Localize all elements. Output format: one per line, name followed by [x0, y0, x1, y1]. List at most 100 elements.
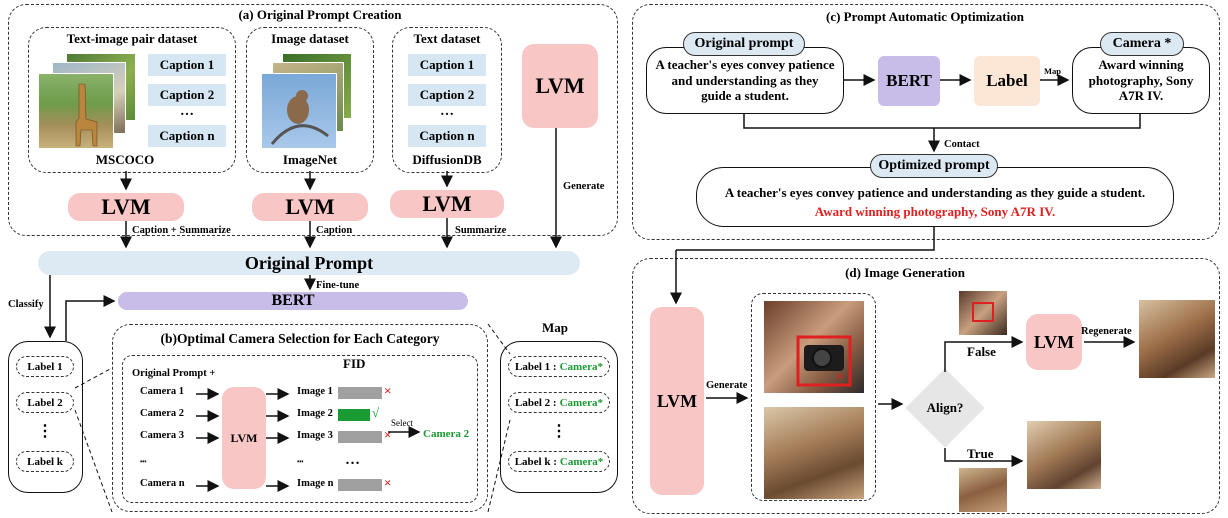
giraffe-icon	[75, 83, 98, 147]
image-label: Image 1	[297, 386, 333, 397]
false-thumb-mark	[972, 302, 994, 322]
map-row: Label 2 :Camera*	[508, 392, 610, 413]
section-a-box	[8, 4, 618, 236]
generate-label-d: Generate	[706, 380, 748, 391]
image-label: Image 3	[297, 430, 333, 441]
generate-label-a: Generate	[563, 181, 605, 192]
text-caption-n: Caption n	[408, 125, 486, 147]
camera-box: Award winning photography, Sony A7R IV.	[1072, 47, 1210, 114]
lvm-a1: LVM	[68, 193, 184, 221]
svg-text:×: ×	[836, 370, 844, 385]
caption-ellipsis: …	[180, 104, 194, 119]
generated-image-camera: ×	[763, 300, 865, 394]
lvm-a3: LVM	[390, 190, 504, 218]
fid-ellipsis: …	[345, 452, 360, 468]
generated-images-box	[751, 293, 876, 501]
optimized-prompt-suffix: Award winning photography, Sony A7R IV.	[814, 204, 1056, 219]
map-row-camera: Camera*	[559, 455, 604, 468]
bert-bar: BERT	[118, 292, 468, 310]
section-d-title: (d) Image Generation	[845, 265, 965, 280]
optimized-prompt-text: A teacher's eyes convey patience and und…	[724, 185, 1146, 200]
align-diamond: Align?	[905, 368, 985, 448]
mscoco-label: MSCOCO	[95, 152, 155, 167]
diffusiondb-label: DiffusionDB	[412, 152, 482, 167]
map-edge-label: Map	[1044, 66, 1061, 76]
camera-icon: ×	[796, 335, 852, 387]
text-caption-ellipsis: …	[440, 104, 454, 119]
edge-label-summarize: Summarize	[455, 225, 507, 236]
check-mark: √	[372, 405, 380, 420]
lvm-b: LVM	[222, 387, 266, 489]
text-caption-1: Caption 1	[408, 54, 486, 76]
caption-1: Caption 1	[148, 54, 226, 76]
section-b-inner-box	[122, 355, 478, 503]
bird-photo	[261, 73, 337, 149]
true-label: True	[967, 446, 994, 461]
camera-label: Camera 3	[140, 430, 185, 441]
edge-label-caption-summarize: Caption + Summarize	[132, 225, 231, 236]
label-ellipsis: ⋮	[37, 422, 53, 440]
map-row-label: Label 2 :	[515, 396, 557, 409]
align-label: Align?	[926, 400, 964, 415]
section-b-box	[112, 324, 488, 512]
classify-label: Classify	[8, 299, 44, 310]
true-thumbnail	[958, 467, 1008, 513]
camera-label: Camera 1	[140, 386, 185, 397]
map-box	[500, 341, 618, 493]
bert-c: BERT	[878, 56, 940, 106]
original-prompt-box: A teacher's eyes convey patience and und…	[646, 47, 844, 114]
caption-n: Caption n	[148, 125, 226, 147]
map-title: Map	[542, 320, 568, 335]
section-a-title: (a) Original Prompt Creation	[238, 7, 402, 22]
fid-label: FID	[343, 356, 366, 371]
label-c: Label	[974, 56, 1040, 106]
prompt-plus-label: Original Prompt +	[132, 368, 216, 379]
imagenet-label: ImageNet	[282, 152, 338, 167]
map-row: Label 1 :Camera*	[508, 356, 610, 377]
regenerated-image	[1138, 299, 1216, 379]
optimized-prompt-tag: Optimized prompt	[870, 154, 998, 178]
map-row: Label k :Camera*	[508, 451, 610, 472]
label-2: Label 2	[16, 392, 74, 413]
camera-label: Camera 2	[140, 408, 185, 419]
lvm-a2: LVM	[252, 193, 368, 221]
cross-mark: ×	[384, 427, 392, 442]
final-image	[1026, 420, 1102, 490]
original-prompt-tag: Original prompt	[683, 32, 805, 56]
contact-label: Contact	[944, 139, 980, 150]
giraffe-photo	[38, 73, 114, 149]
text-image-dataset-title: Text-image pair dataset	[66, 31, 198, 46]
map-row-camera: Camera*	[559, 396, 603, 409]
bird-icon	[270, 90, 329, 145]
map-row-label: ⋮	[551, 422, 567, 440]
false-label: False	[967, 344, 996, 359]
lvm-d: LVM	[650, 307, 704, 495]
label-1: Label 1	[16, 356, 74, 377]
fid-bar-best	[338, 409, 370, 421]
map-row-label: Label 1 :	[515, 360, 557, 373]
caption-2: Caption 2	[148, 84, 226, 106]
map-row-camera: Camera*	[559, 360, 603, 373]
camera-label: ┅	[140, 457, 147, 468]
text-caption-2: Caption 2	[408, 84, 486, 106]
image-label: Image 2	[297, 408, 333, 419]
image-label: Image n	[297, 478, 334, 489]
section-b-title: (b)Optimal Camera Selection for Each Cat…	[160, 331, 440, 346]
lvm-a4: LVM	[522, 44, 598, 128]
fid-bar	[338, 387, 382, 399]
text-image-dataset-box	[28, 27, 236, 173]
selected-camera: Camera 2	[423, 428, 470, 440]
text-dataset-title: Text dataset	[413, 31, 481, 46]
section-c-title: (c) Prompt Automatic Optimization	[826, 9, 1024, 24]
camera-label: Camera n	[140, 478, 185, 489]
edge-label-caption: Caption	[316, 225, 353, 236]
fine-tune-label: Fine-tune	[316, 280, 360, 291]
false-thumbnail	[958, 290, 1008, 336]
label-k: Label k	[16, 451, 74, 472]
generated-image-teacher	[763, 406, 865, 500]
map-row-label: Label k :	[514, 455, 557, 468]
cross-mark: ×	[384, 383, 392, 398]
regenerate-label: Regenerate	[1081, 326, 1132, 337]
lvm-d2: LVM	[1026, 314, 1082, 370]
fid-bar	[338, 479, 382, 491]
